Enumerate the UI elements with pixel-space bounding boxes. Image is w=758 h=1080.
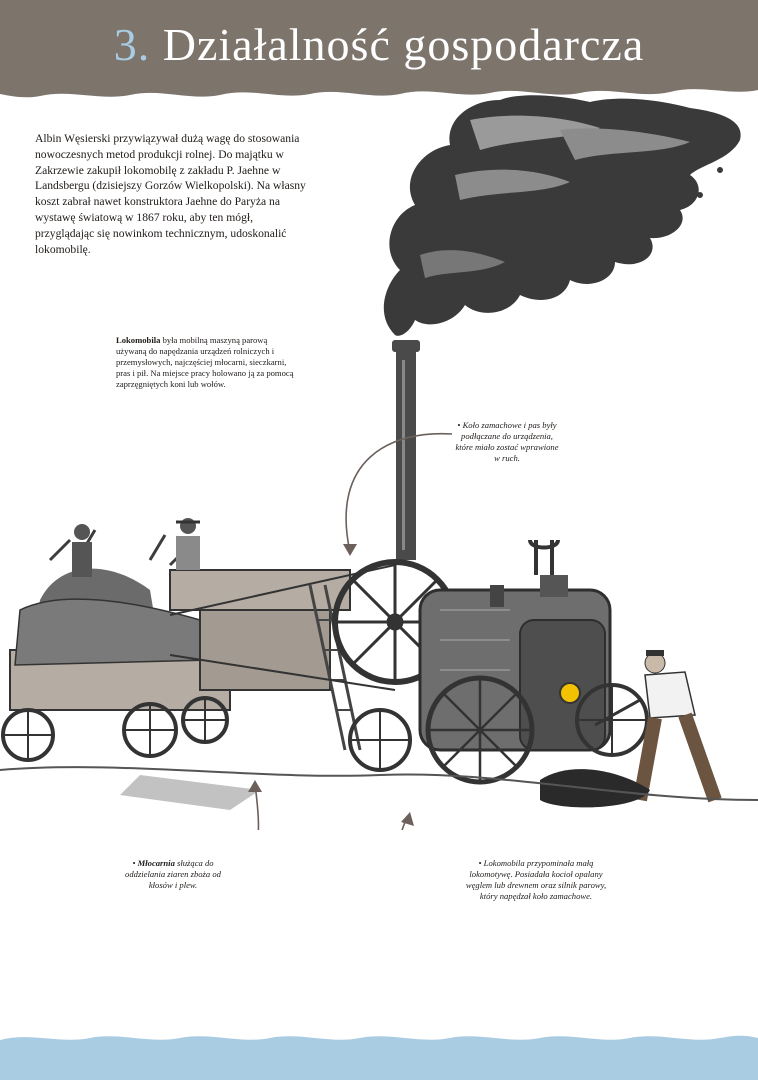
note-kolo-text: Koło zamachowe i pas były podłączane do … (455, 420, 559, 463)
note-lokomobila-text: była mobilną maszyną parową używaną do n… (116, 335, 294, 389)
note-mlocarnia: • Młocarnia służąca do oddzielania ziare… (118, 858, 228, 891)
stoker-worker (594, 650, 722, 803)
chimney (392, 340, 420, 560)
note-przypominala: • Lokomobila przypominała małą lokomotyw… (462, 858, 610, 902)
note-kolo: • Koło zamachowe i pas były podłączane d… (452, 420, 562, 464)
engine-wheels (348, 675, 649, 785)
note-lokomobila-term: Lokomobila (116, 335, 161, 345)
note-mlocarnia-bullet: • (132, 858, 136, 868)
ground-and-coal (0, 766, 758, 810)
note-kolo-bullet: • (457, 420, 461, 430)
workers-on-wagon (72, 518, 200, 577)
threshing-machine (1, 529, 362, 762)
note-przypominala-text: Lokomobila przypominała małą lokomotywę.… (465, 858, 607, 901)
header-band: 3. Działalność gospodarcza (0, 0, 758, 104)
page-title: 3. Działalność gospodarcza (0, 14, 758, 76)
footer-wave (0, 1035, 758, 1080)
note-mlocarnia-term: Młocarnia (137, 858, 175, 868)
locomobile-boiler (418, 539, 612, 752)
section-number: 3. (113, 19, 151, 70)
smoke-cloud (383, 95, 741, 336)
note-mlocarnia-text: służąca do oddzielania ziaren zboża od k… (125, 858, 221, 890)
note-przypominala-bullet: • (478, 858, 482, 868)
note-lokomobila: Lokomobila była mobilną maszyną parową u… (116, 335, 296, 390)
section-title: Działalność gospodarcza (162, 19, 645, 70)
steam-engine-illustration (0, 95, 758, 830)
header-wave-shape (0, 0, 758, 98)
annotation-arrows (248, 432, 453, 830)
intro-paragraph: Albin Węsierski przywiązywał dużą wagę d… (35, 132, 306, 256)
